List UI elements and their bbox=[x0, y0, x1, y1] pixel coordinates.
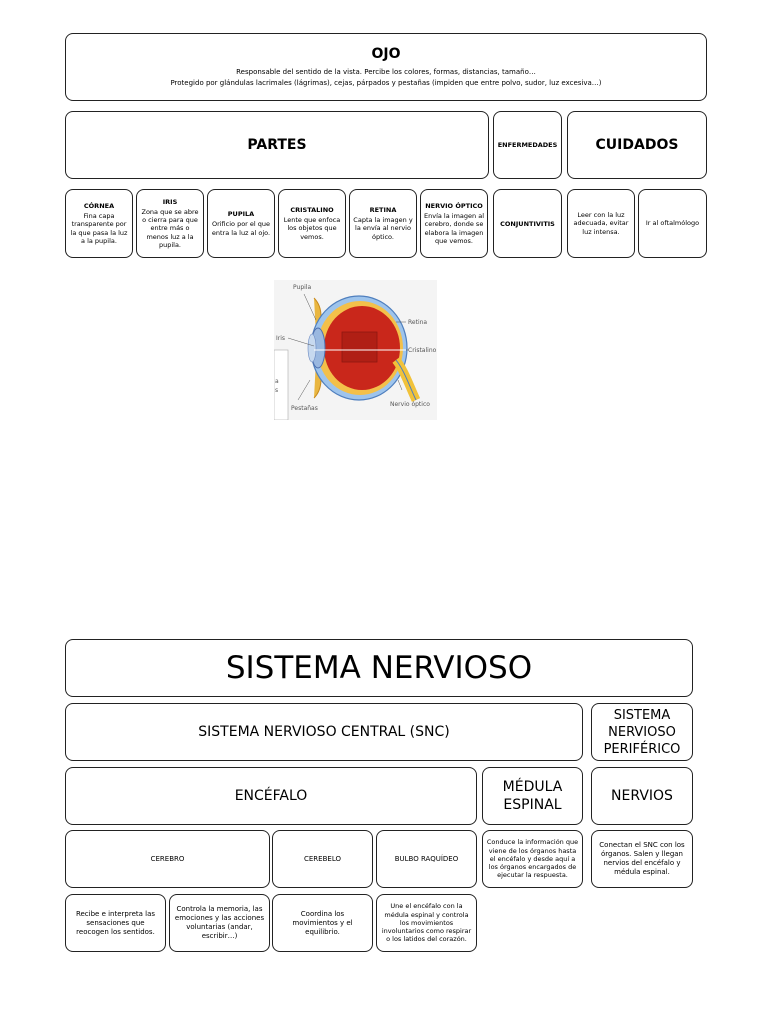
cerebro-box: CEREBRO bbox=[65, 830, 270, 888]
diagram-label-pupila: Pupila bbox=[293, 284, 311, 291]
diagram-label-retina: Retina bbox=[408, 319, 427, 326]
part-cornea: CÓRNEA Fina capa transparente por la que… bbox=[65, 189, 133, 258]
diagram-label-pestanas: Pestañas bbox=[291, 405, 318, 412]
nervios-box: NERVIOS bbox=[591, 767, 693, 825]
cerebelo-desc-box: Coordina los movimientos y el equilibrio… bbox=[272, 894, 373, 952]
part-text: Lente que enfoca los objetos que vemos. bbox=[283, 216, 341, 241]
medula-desc-box: Conduce la información que viene de los … bbox=[482, 830, 583, 888]
snp-title: SISTEMA NERVIOSO PERIFÉRICO bbox=[603, 707, 681, 757]
bulbo-desc-box: Une el encéfalo con la médula espinal y … bbox=[376, 894, 477, 952]
part-text: Zona que se abre o cierra para que entre… bbox=[141, 207, 199, 249]
encefalo-title: ENCÉFALO bbox=[234, 788, 308, 804]
eye-diagram: Pupila Iris Retina Cristalino Pestañas N… bbox=[273, 280, 437, 421]
partes-box: PARTES bbox=[65, 111, 489, 179]
eye-diagram-svg: Pupila Iris Retina Cristalino Pestañas N… bbox=[273, 284, 437, 421]
bulbo-title: BULBO RAQUÍDEO bbox=[394, 855, 459, 863]
nervios-desc: Conectan el SNC con los órganos. Salen y… bbox=[599, 841, 685, 876]
part-pupila: PUPILA Orificio por el que entra la luz … bbox=[207, 189, 275, 258]
nervios-title: NERVIOS bbox=[611, 788, 673, 804]
enfermedad-conjuntivitis: CONJUNTIVITIS bbox=[493, 189, 562, 258]
ojo-header-box: OJO Responsable del sentido de la vista.… bbox=[65, 33, 707, 101]
cuidado-text: Ir al oftalmólogo bbox=[645, 219, 700, 228]
cuidado-text: Leer con la luz adecuada, evitar luz int… bbox=[573, 211, 629, 236]
cerebelo-desc: Coordina los movimientos y el equilibrio… bbox=[292, 909, 353, 936]
part-title: IRIS bbox=[162, 197, 178, 206]
nervios-desc-box: Conectan el SNC con los órganos. Salen y… bbox=[591, 830, 693, 888]
enfermedades-title: ENFERMEDADES bbox=[497, 141, 558, 149]
cerebelo-title: CEREBELO bbox=[304, 855, 341, 863]
medula-title: MÉDULA ESPINAL bbox=[502, 779, 563, 813]
bulbo-desc: Une el encéfalo con la médula espinal y … bbox=[381, 902, 472, 944]
ojo-description-1: Responsable del sentido de la vista. Per… bbox=[236, 68, 536, 76]
cerebro-desc-2: Controla la memoria, las emociones y las… bbox=[174, 905, 265, 940]
encefalo-box: ENCÉFALO bbox=[65, 767, 477, 825]
snp-box: SISTEMA NERVIOSO PERIFÉRICO bbox=[591, 703, 693, 761]
diagram-label-a: a bbox=[275, 378, 279, 385]
diagram-label-nervio: Nervio óptico bbox=[390, 401, 430, 408]
part-title: CÓRNEA bbox=[83, 202, 115, 211]
cerebro-desc-1: Recibe e interpreta las sensaciones que … bbox=[75, 909, 156, 936]
part-text: Orificio por el que entra la luz al ojo. bbox=[211, 220, 271, 237]
part-text: Fina capa transparente por la que pasa l… bbox=[70, 212, 128, 245]
enfermedad-item: CONJUNTIVITIS bbox=[500, 219, 555, 228]
part-title: NERVIO ÓPTICO bbox=[425, 202, 483, 211]
cuidados-title: CUIDADOS bbox=[595, 137, 679, 153]
cuidados-box: CUIDADOS bbox=[567, 111, 707, 179]
part-title: CRISTALINO bbox=[290, 206, 334, 215]
part-nervio-optico: NERVIO ÓPTICO Envía la imagen al cerebro… bbox=[420, 189, 488, 258]
part-iris: IRIS Zona que se abre o cierra para que … bbox=[136, 189, 204, 258]
cerebelo-box: CEREBELO bbox=[272, 830, 373, 888]
cuidado-luz: Leer con la luz adecuada, evitar luz int… bbox=[567, 189, 635, 258]
diagram-label-s: s bbox=[275, 387, 278, 394]
snc-title: SISTEMA NERVIOSO CENTRAL (SNC) bbox=[198, 724, 450, 740]
part-retina: RETINA Capta la imagen y la envía al ner… bbox=[349, 189, 417, 258]
part-text: Capta la imagen y la envía al nervio ópt… bbox=[353, 216, 413, 241]
cerebro-desc-2-box: Controla la memoria, las emociones y las… bbox=[169, 894, 270, 952]
medula-box: MÉDULA ESPINAL bbox=[482, 767, 583, 825]
part-title: RETINA bbox=[369, 206, 397, 215]
medula-desc: Conduce la información que viene de los … bbox=[486, 838, 579, 880]
bulbo-box: BULBO RAQUÍDEO bbox=[376, 830, 477, 888]
cerebro-desc-1-box: Recibe e interpreta las sensaciones que … bbox=[65, 894, 166, 952]
cerebro-title: CEREBRO bbox=[150, 855, 185, 863]
partes-title: PARTES bbox=[247, 137, 307, 153]
ojo-title: OJO bbox=[371, 46, 401, 62]
part-text: Envía la imagen al cerebro, donde se ela… bbox=[424, 212, 485, 245]
ojo-description-2: Protegido por glándulas lacrimales (lágr… bbox=[170, 79, 602, 87]
sistema-nervioso-header: SISTEMA NERVIOSO bbox=[65, 639, 693, 697]
diagram-label-cristalino: Cristalino bbox=[408, 347, 437, 354]
sistema-nervioso-title: SISTEMA NERVIOSO bbox=[225, 650, 533, 686]
part-title: PUPILA bbox=[227, 210, 255, 219]
diagram-label-iris: Iris bbox=[276, 335, 285, 342]
enfermedades-box: ENFERMEDADES bbox=[493, 111, 562, 179]
part-cristalino: CRISTALINO Lente que enfoca los objetos … bbox=[278, 189, 346, 258]
cuidado-oftalmologo: Ir al oftalmólogo bbox=[638, 189, 707, 258]
snc-box: SISTEMA NERVIOSO CENTRAL (SNC) bbox=[65, 703, 583, 761]
